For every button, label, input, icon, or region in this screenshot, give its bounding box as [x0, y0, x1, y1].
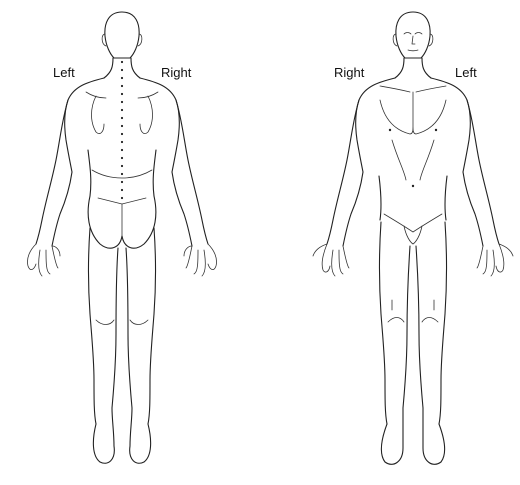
back-spine-dots — [120, 60, 124, 200]
back-view-figure — [27, 11, 217, 464]
front-hand-left — [312, 243, 350, 277]
front-view-right-label: Right — [334, 65, 365, 80]
front-hand-right — [476, 243, 514, 277]
front-arm-right — [462, 99, 500, 247]
front-torso — [355, 77, 471, 173]
back-view-left-label: Left — [53, 65, 75, 80]
front-face — [403, 32, 423, 52]
front-legs — [378, 221, 448, 425]
front-head — [395, 11, 431, 59]
back-legs — [87, 227, 157, 425]
back-feet — [92, 407, 152, 464]
front-arm-left — [326, 99, 364, 247]
back-arm-left — [35, 99, 73, 247]
back-head — [104, 11, 140, 59]
back-torso — [64, 77, 180, 173]
front-feet — [380, 407, 446, 465]
front-view-figure — [312, 11, 514, 465]
front-view-left-label: Left — [455, 65, 477, 80]
back-arm-right — [171, 99, 209, 247]
back-hand-right — [183, 243, 217, 277]
back-hand-left — [27, 243, 61, 277]
back-view-right-label: Right — [161, 65, 192, 80]
